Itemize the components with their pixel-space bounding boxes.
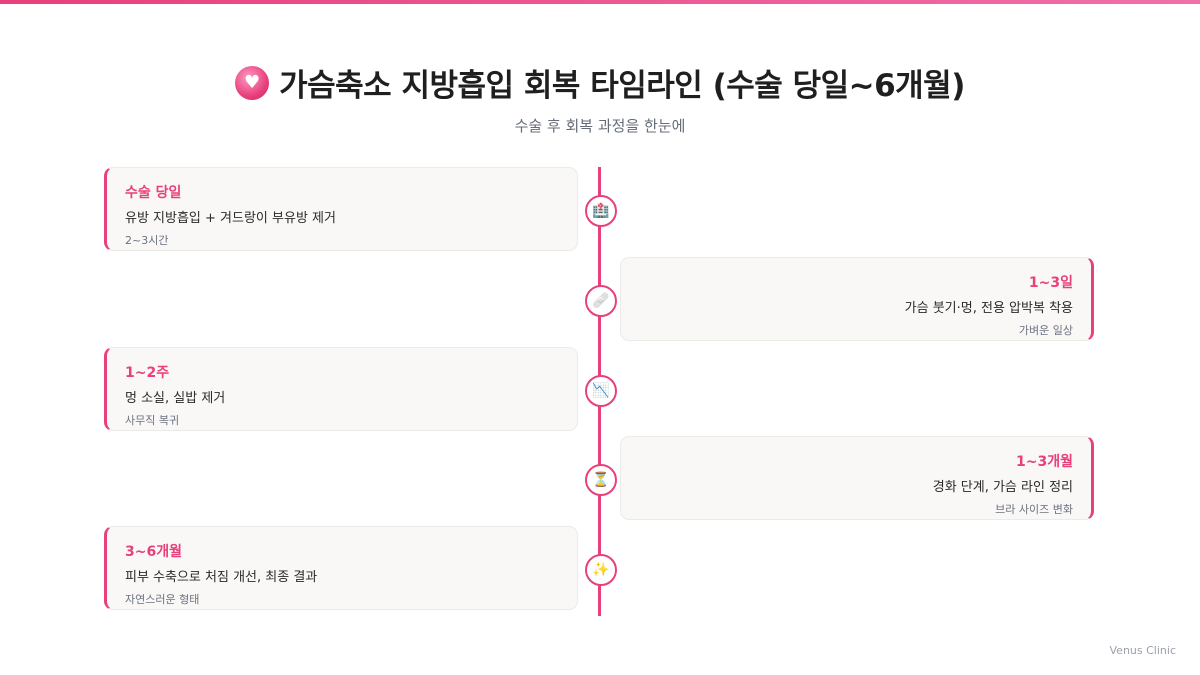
timeline-card-1-3-months: 1~3개월 경화 단계, 가슴 라인 정리 브라 사이즈 변화	[620, 436, 1094, 520]
top-accent-bar	[0, 0, 1200, 4]
page-title: 가슴축소 지방흡입 회복 타임라인 (수술 당일~6개월)	[279, 68, 965, 104]
hospital-icon: 🏥	[585, 195, 617, 227]
card-period: 1~3일	[1028, 275, 1073, 291]
heart-emoji-icon: ♥	[235, 65, 270, 100]
card-description: 멍 소실, 실밥 제거	[125, 391, 226, 406]
timeline-card-day-of-surgery: 수술 당일 유방 지방흡입 + 겨드랑이 부유방 제거 2~3시간	[104, 167, 578, 251]
card-period: 수술 당일	[125, 185, 182, 201]
card-period: 1~2주	[125, 365, 170, 381]
header: ♥ 가슴축소 지방흡입 회복 타임라인 (수술 당일~6개월) 수술 후 회복 …	[0, 60, 1200, 136]
brand-label: Venus Clinic	[1109, 644, 1176, 657]
card-period: 3~6개월	[125, 544, 182, 560]
card-note: 자연스러운 형태	[125, 593, 200, 606]
timeline-card-3-6-months: 3~6개월 피부 수축으로 처짐 개선, 최종 결과 자연스러운 형태	[104, 526, 578, 610]
title-row: ♥ 가슴축소 지방흡입 회복 타임라인 (수술 당일~6개월)	[0, 60, 1200, 105]
card-note: 가벼운 일상	[1018, 324, 1073, 337]
sparkles-icon: ✨	[585, 554, 617, 586]
page-subtitle: 수술 후 회복 과정을 한눈에	[514, 117, 686, 135]
card-description: 경화 단계, 가슴 라인 정리	[932, 480, 1073, 495]
card-description: 피부 수축으로 처짐 개선, 최종 결과	[125, 570, 318, 585]
card-description: 가슴 붓기·멍, 전용 압박복 착용	[904, 301, 1073, 316]
bandage-icon: 🩹	[585, 285, 617, 317]
card-period: 1~3개월	[1016, 454, 1073, 470]
card-description: 유방 지방흡입 + 겨드랑이 부유방 제거	[125, 211, 336, 226]
hourglass-icon: ⏳	[585, 464, 617, 496]
card-note: 2~3시간	[125, 234, 169, 247]
timeline-card-1-2-weeks: 1~2주 멍 소실, 실밥 제거 사무직 복귀	[104, 347, 578, 431]
card-note: 사무직 복귀	[125, 414, 180, 427]
card-note: 브라 사이즈 변화	[995, 503, 1073, 516]
timeline-card-1-3-days: 1~3일 가슴 붓기·멍, 전용 압박복 착용 가벼운 일상	[620, 257, 1094, 341]
chart-decreasing-icon: 📉	[585, 375, 617, 407]
